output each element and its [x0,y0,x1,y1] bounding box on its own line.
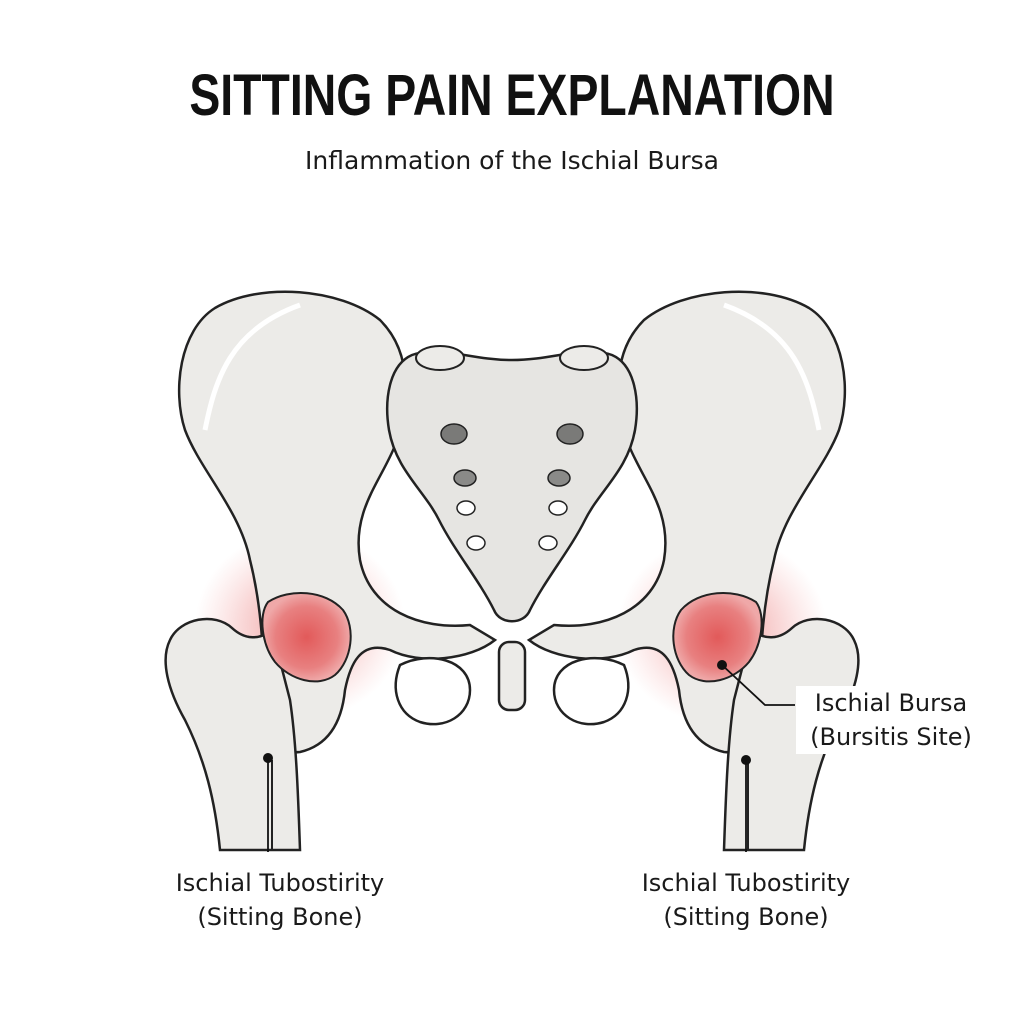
sacral-foramen [539,536,557,550]
right-tuberosity-label-line2: (Sitting Bone) [606,900,886,934]
sacrum-top-left-lobe [416,346,464,370]
left-tuberosity-label: Ischial Tubostirity (Sitting Bone) [140,866,420,934]
sacral-foramen [457,501,475,515]
sacral-foramen [548,470,570,486]
sacrum-top-right-lobe [560,346,608,370]
left-obturator-foramen [396,658,470,724]
bursa-label: Ischial Bursa (Bursitis Site) [796,686,986,754]
sacral-foramen [549,501,567,515]
sacral-foramen [441,424,467,444]
sacrum [387,352,637,622]
right-tuberosity-label: Ischial Tubostirity (Sitting Bone) [606,866,886,934]
pubic-symphysis [499,642,525,710]
sacral-foramen [467,536,485,550]
bursa-label-line1: Ischial Bursa [796,686,986,720]
left-tuberosity-label-line2: (Sitting Bone) [140,900,420,934]
bursa-label-line2: (Bursitis Site) [796,720,986,754]
sacral-foramen [454,470,476,486]
right-tuberosity-label-line1: Ischial Tubostirity [606,866,886,900]
sacral-foramen [557,424,583,444]
left-tuberosity-label-line1: Ischial Tubostirity [140,866,420,900]
right-obturator-foramen [554,658,628,724]
